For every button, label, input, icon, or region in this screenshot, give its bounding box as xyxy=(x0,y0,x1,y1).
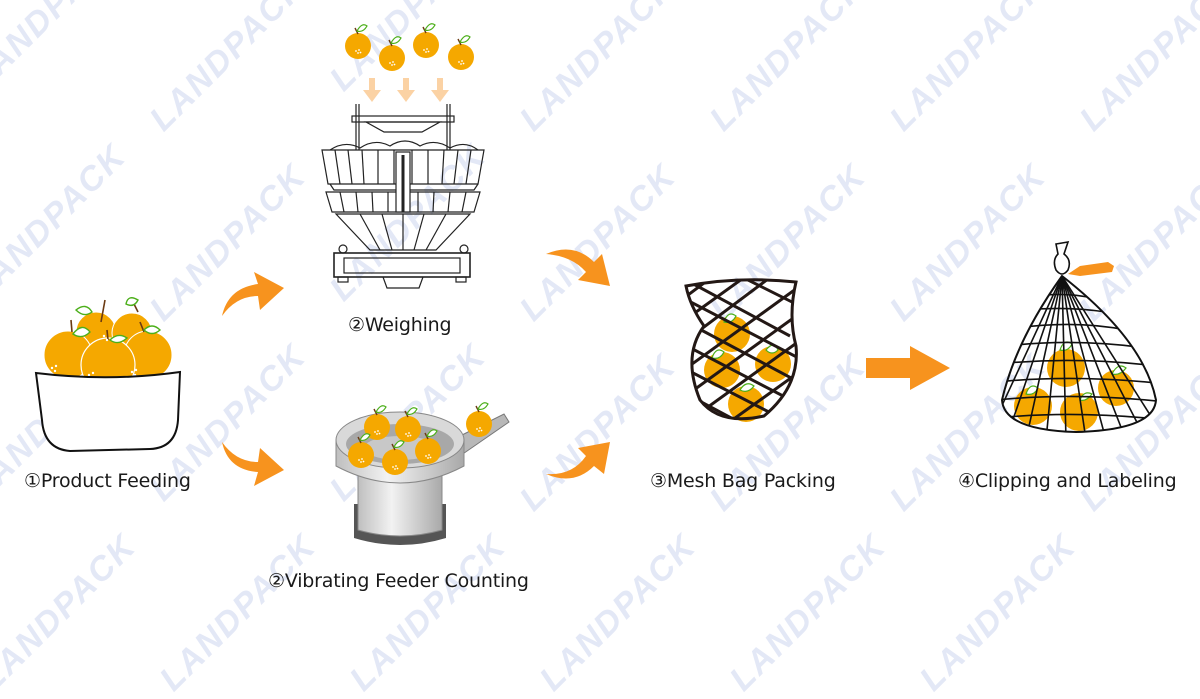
clipped-labeled-bag-icon xyxy=(1000,240,1158,434)
curved-arrow-down-icon xyxy=(546,249,610,286)
step-label: ②Vibrating Feeder Counting xyxy=(268,570,529,592)
vibrating-feeder-icon xyxy=(335,402,510,545)
curved-arrow-up-icon xyxy=(546,442,610,479)
curved-arrow-up-icon xyxy=(222,272,284,316)
arrow-right-icon xyxy=(866,346,950,390)
step-label: ③Mesh Bag Packing xyxy=(650,470,836,492)
step-label: ②Weighing xyxy=(348,314,452,336)
curved-arrow-down-icon xyxy=(222,442,284,486)
process-diagram: ①Product Feeding xyxy=(24,23,1177,592)
multihead-weigher-icon xyxy=(321,23,485,289)
bowl-of-oranges-icon xyxy=(34,297,182,453)
label-tag xyxy=(1068,262,1114,276)
step-label: ①Product Feeding xyxy=(24,470,191,492)
mesh-bag-icon xyxy=(684,278,798,422)
step-label: ④Clipping and Labeling xyxy=(958,470,1177,492)
